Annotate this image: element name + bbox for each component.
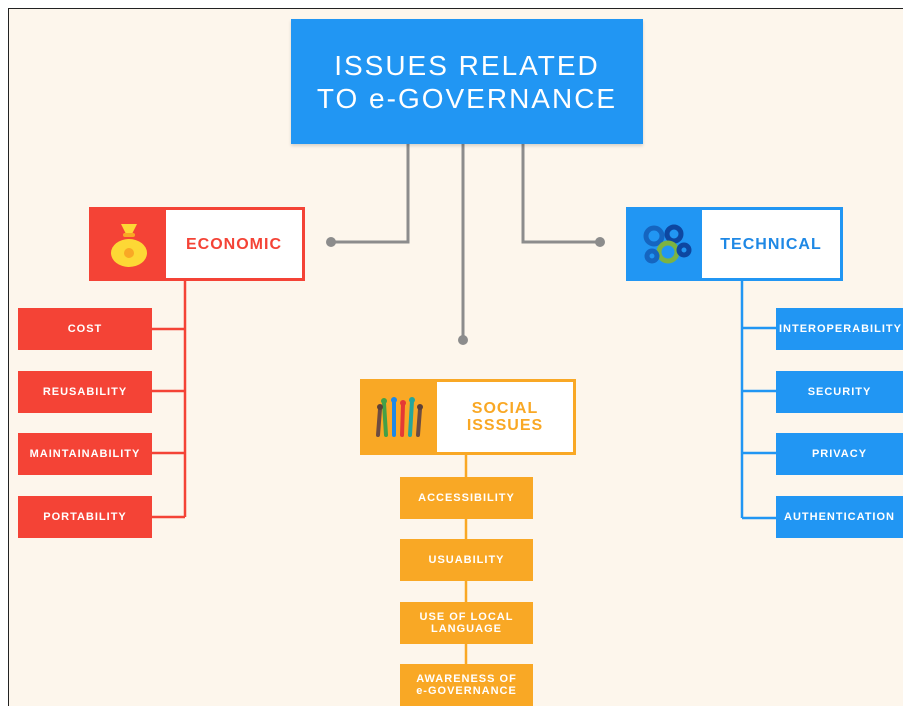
technical-label: TECHNICAL	[720, 235, 822, 253]
social-category-box: SOCIAL ISSSUES	[360, 379, 576, 455]
connector-economic	[332, 144, 410, 244]
economic-item-cost: COST	[18, 308, 152, 350]
social-label: SOCIAL ISSSUES	[437, 382, 573, 452]
social-item-awareness-line-2: e-GOVERNANCE	[416, 685, 517, 697]
social-item-local-language-line-1: USE OF LOCAL	[419, 611, 514, 623]
social-item-awareness: AWARENESS OF e-GOVERNANCE	[400, 664, 533, 706]
social-item-awareness-line-1: AWARENESS OF	[416, 673, 517, 685]
social-item-usuability-text: USUABILITY	[428, 554, 505, 566]
title-line-2: TO e-GOVERNANCE	[316, 82, 618, 114]
raised-hands-icon	[363, 382, 437, 452]
social-item-local-language-line-2: LANGUAGE	[431, 623, 502, 635]
connector-dot-technical	[595, 237, 605, 247]
social-item-local-language: USE OF LOCAL LANGUAGE	[400, 602, 533, 644]
economic-category-box: ECONOMIC	[89, 207, 305, 281]
social-label-line-2: ISSSUES	[466, 417, 544, 434]
technical-item-privacy: PRIVACY	[776, 433, 903, 475]
technical-item-security: SECURITY	[776, 371, 903, 413]
economic-label: ECONOMIC	[186, 235, 282, 253]
technical-category-box: TECHNICAL	[626, 207, 843, 281]
technical-item-interoperability: INTEROPERABILITY	[776, 308, 903, 350]
economic-item-reusability: REUSABILITY	[18, 371, 152, 413]
social-item-accessibility: ACCESSIBILITY	[400, 477, 533, 519]
technical-item-authentication: AUTHENTICATION	[776, 496, 903, 538]
title-line-1: ISSUES RELATED	[334, 49, 600, 81]
money-bag-icon	[92, 210, 166, 278]
economic-item-portability: PORTABILITY	[18, 496, 152, 538]
economic-item-maintainability: MAINTAINABILITY	[18, 433, 152, 475]
diagram-canvas: ISSUES RELATED TO e-GOVERNANCE ECONOMIC …	[8, 8, 903, 706]
connector-dot-economic	[326, 237, 336, 247]
social-label-line-1: SOCIAL	[471, 400, 539, 417]
connector-dot-social	[458, 335, 468, 345]
gears-icon	[629, 210, 702, 278]
main-title-box: ISSUES RELATED TO e-GOVERNANCE	[291, 19, 643, 144]
connector-technical	[521, 144, 599, 244]
social-item-usuability: USUABILITY	[400, 539, 533, 581]
social-item-accessibility-text: ACCESSIBILITY	[418, 492, 515, 504]
